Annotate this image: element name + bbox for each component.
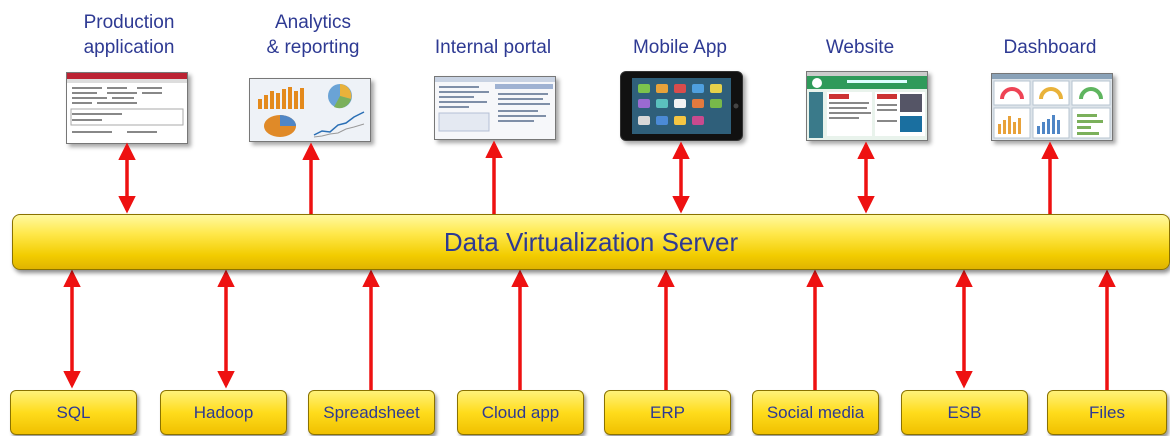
source-sql: SQL [10, 390, 137, 435]
source-social-media: Social media [752, 390, 879, 435]
source-files: Files [1047, 390, 1167, 435]
website-icon [806, 71, 928, 141]
source-hadoop: Hadoop [160, 390, 287, 435]
source-esb: ESB [901, 390, 1028, 435]
internal-portal-icon [434, 76, 556, 140]
consumer-title-dashboard: Dashboard [1003, 37, 1097, 58]
source-spreadsheet: Spreadsheet [308, 390, 435, 435]
source-cloud-app: Cloud app [457, 390, 584, 435]
server-label: Data Virtualization Server [443, 227, 739, 257]
consumer-title-analytics: Analytics& reporting [266, 12, 360, 58]
source-erp: ERP [604, 390, 731, 435]
consumer-title-website: Website [825, 37, 895, 58]
data-virtualization-server: Data Virtualization Server [12, 214, 1170, 270]
consumer-title-mobile: Mobile App [632, 37, 727, 58]
production-app-icon [66, 72, 188, 144]
tablet-icon [620, 71, 743, 141]
consumer-title-portal: Internal portal [434, 37, 552, 58]
dashboard-icon [991, 73, 1113, 141]
analytics-report-icon [249, 78, 371, 142]
